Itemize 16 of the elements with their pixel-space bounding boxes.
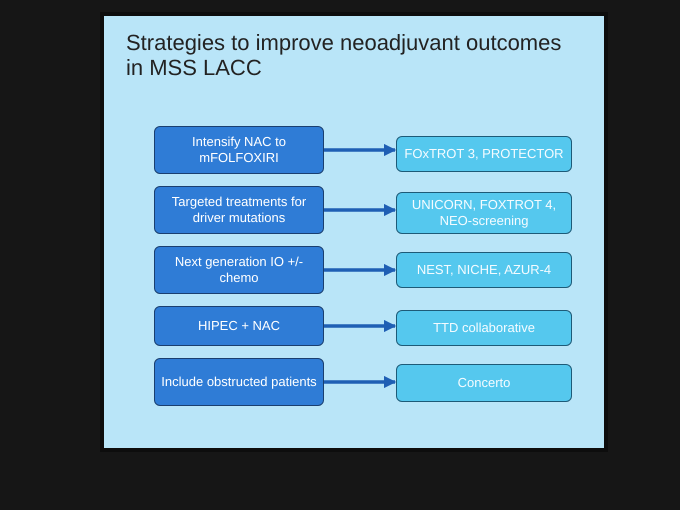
arrow (324, 376, 396, 388)
trial-box: TTD collaborative (396, 310, 572, 346)
slide-title: Strategies to improve neoadjuvant outcomes in MSS LACC (126, 30, 562, 80)
arrow (324, 264, 396, 276)
strategy-box: Targeted treatments for driver mutations (154, 186, 324, 234)
strategy-box: Include obstructed patients (154, 358, 324, 406)
arrow (324, 144, 396, 156)
trial-box: Concerto (396, 364, 572, 402)
arrow (324, 320, 396, 332)
trial-box: FOxTROT 3, PROTECTOR (396, 136, 572, 172)
strategy-box: Intensify NAC to mFOLFOXIRI (154, 126, 324, 174)
arrow (324, 204, 396, 216)
strategy-box: HIPEC + NAC (154, 306, 324, 346)
trial-box: UNICORN, FOXTROT 4, NEO-screening (396, 192, 572, 234)
strategy-box: Next generation IO +/- chemo (154, 246, 324, 294)
trial-box: NEST, NICHE, AZUR-4 (396, 252, 572, 288)
